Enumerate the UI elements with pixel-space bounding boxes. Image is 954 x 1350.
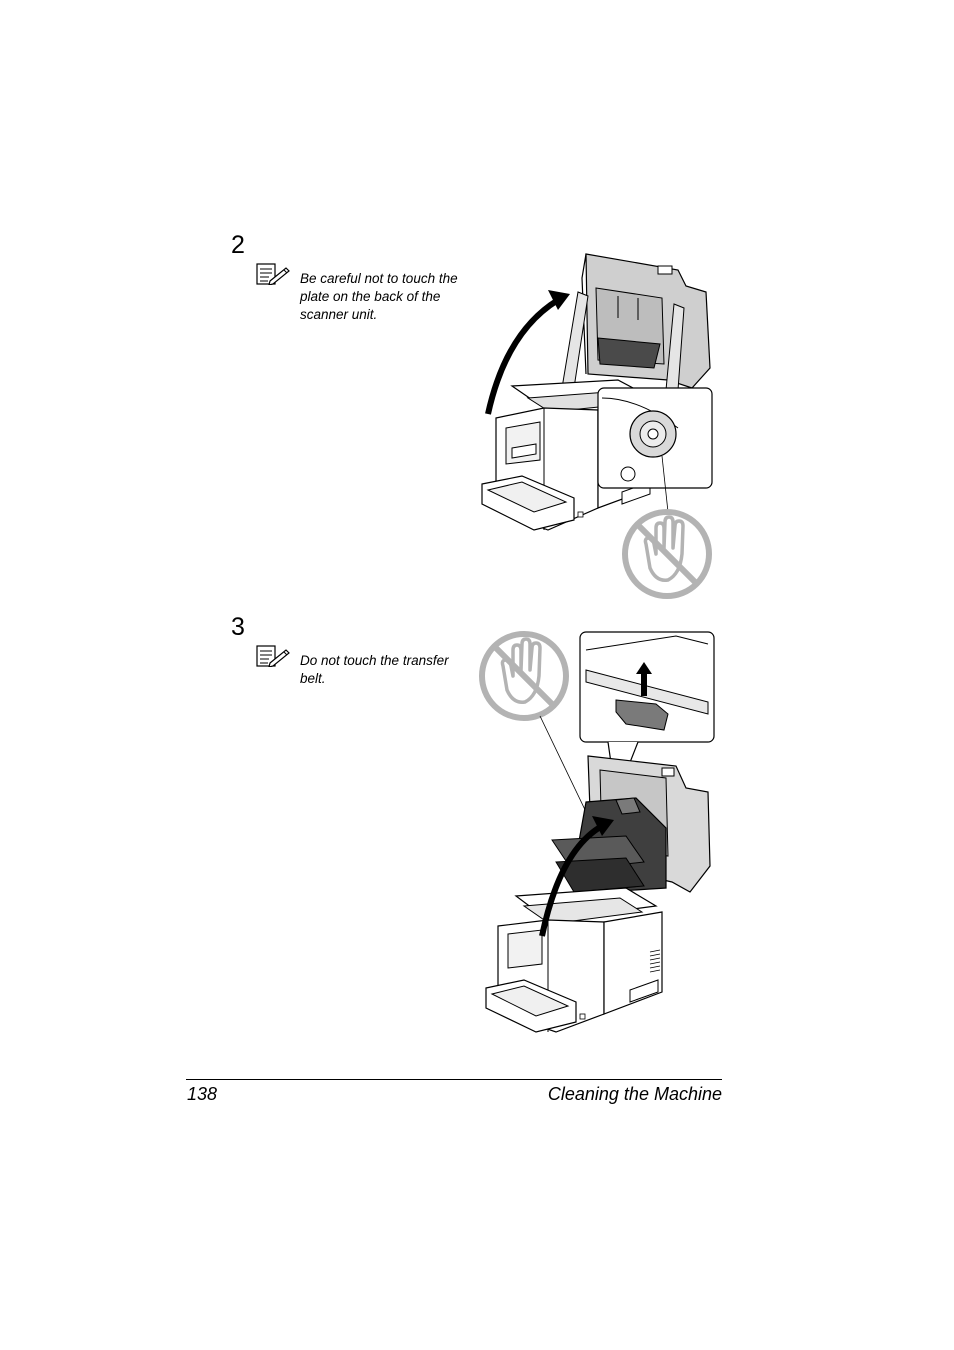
no-touch-hand-icon	[622, 509, 712, 599]
no-touch-hand-icon	[479, 631, 569, 721]
page-number: 138	[187, 1084, 218, 1104]
printer-scanner-open-illustration	[481, 253, 713, 599]
note-pencil-icon	[256, 263, 290, 285]
note-text: Be careful not to touch the plate on the…	[300, 271, 458, 322]
step-number: 3	[231, 613, 245, 641]
step-number: 2	[231, 231, 245, 259]
note-pencil-icon	[256, 645, 290, 667]
footer-rule	[186, 1079, 722, 1080]
printer-transfer-belt-illustration	[479, 631, 715, 1033]
note-text: Do not touch the transfer belt.	[300, 653, 449, 686]
section-title: Cleaning the Machine	[547, 1084, 722, 1104]
